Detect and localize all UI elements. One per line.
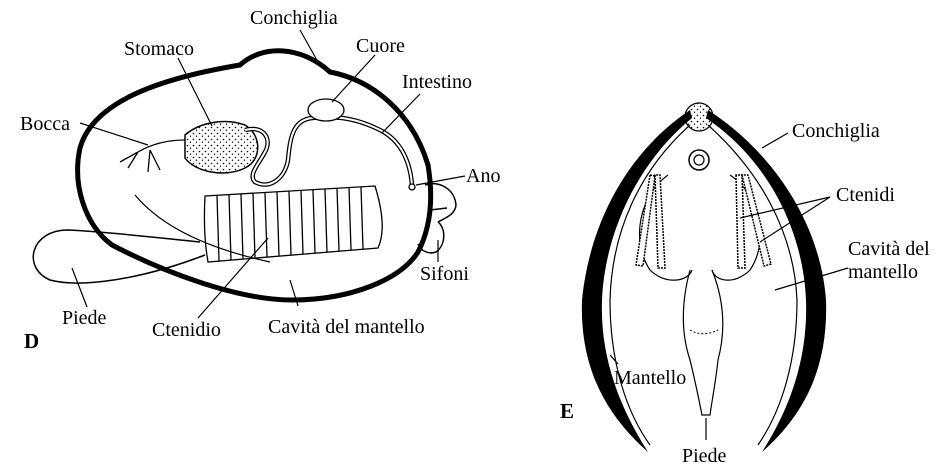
foot-e	[683, 270, 723, 415]
ligament-e	[685, 103, 713, 131]
label-mantle-cavity-e-line1: Cavità del	[848, 238, 930, 260]
panel-letter-e: E	[560, 399, 574, 423]
label-siphons-d: Sifoni	[420, 263, 469, 285]
label-foot-e: Piede	[682, 445, 727, 467]
anus-d	[409, 184, 415, 190]
heart-d	[308, 99, 344, 121]
mantle-left-e	[610, 125, 690, 445]
label-mantle-cavity-e-line2: mantello	[848, 261, 918, 283]
label-mantle-e: Mantello	[614, 367, 686, 389]
label-anus-d: Ano	[466, 165, 500, 187]
label-foot-d: Piede	[62, 307, 107, 329]
shell-right-valve-e	[706, 110, 826, 452]
intestine-lumen-e	[694, 155, 704, 165]
panel-e-drawing	[582, 103, 826, 452]
label-ctenidium-d: Ctenidio	[152, 319, 221, 341]
label-intestine-d: Intestino	[402, 71, 472, 93]
label-ctenidia-e: Ctenidi	[836, 184, 895, 206]
mouth-palps-d	[120, 140, 185, 172]
foot-dotted-e	[690, 330, 718, 334]
ctenidia-e	[636, 175, 771, 268]
shell-left-valve-e	[582, 110, 692, 452]
label-stomach-d: Stomaco	[124, 38, 194, 60]
label-mantle-cavity-d: Cavità del mantello	[268, 316, 425, 338]
panel-d-drawing	[33, 51, 456, 300]
label-shell-d: Conchiglia	[250, 7, 338, 29]
mantle-line-d	[135, 195, 270, 262]
panel-letter-d: D	[24, 329, 39, 353]
ctenidium-d	[204, 186, 382, 262]
label-shell-e: Conchiglia	[792, 120, 880, 142]
label-heart-d: Cuore	[356, 35, 405, 57]
mantle-right-e	[708, 125, 797, 445]
label-mouth-d: Bocca	[20, 113, 70, 135]
